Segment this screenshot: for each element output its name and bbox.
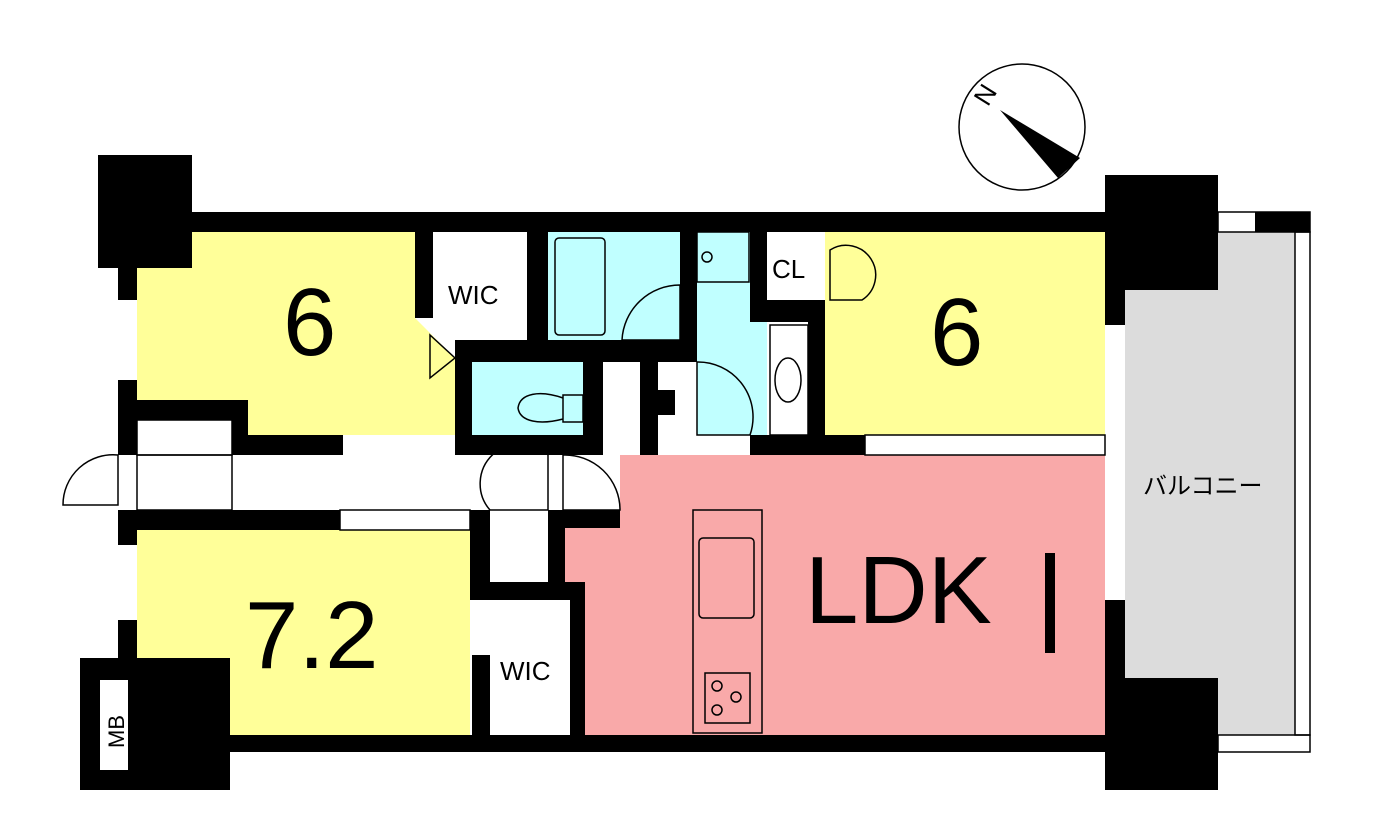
sink-icon [774,357,802,403]
bath-floor [548,232,680,340]
room-label-wic-south: WIC [500,656,551,686]
bedroom-nw-floor [137,232,455,435]
room-label-bedroom-sw: 7.2 [245,582,378,689]
walls [80,155,1310,790]
balcony-floor [1125,232,1295,735]
room-label-bedroom-nw: 6 [283,269,336,376]
room-label-ldk: LDK [805,537,992,644]
bedroom-sw-floor [137,530,470,735]
compass: N [958,63,1086,191]
kitchen-counter [692,509,763,734]
floors [62,211,1311,753]
toilet-floor [472,362,583,435]
compass-needle-icon [1000,110,1080,178]
room-label-wic-north: WIC [448,280,499,310]
ldk-floor [565,455,1105,735]
room-label-closet: CL [772,254,805,284]
room-label-balcony: バルコニー [1143,473,1263,500]
room-label-meter-box: MB [104,715,129,748]
tub [554,237,606,336]
bedroom-ne-floor [825,232,1105,435]
room-label-bedroom-ne: 6 [930,279,983,386]
